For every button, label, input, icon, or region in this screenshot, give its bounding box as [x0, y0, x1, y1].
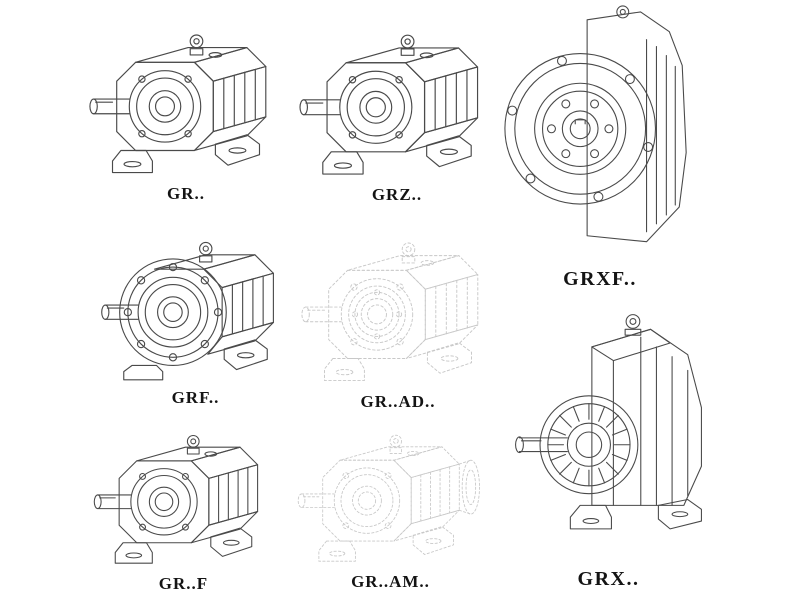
figure-label-grf: GRF.. — [171, 387, 220, 407]
figure-grf: GRF.. — [92, 222, 299, 408]
gear-reducer-drawing-gr — [89, 34, 267, 174]
gear-reducer-drawing-grx — [515, 314, 702, 530]
figure-label-gr-am: GR..AM.. — [351, 571, 430, 591]
figure-gr-ad: GR..AD.. — [292, 222, 504, 412]
gear-reducer-drawing-grxf — [504, 5, 687, 243]
figure-label-gr-ad: GR..AD.. — [360, 391, 436, 411]
gear-reducer-drawing-grf — [101, 241, 274, 381]
figure-label-gr: GR.. — [167, 183, 205, 203]
gear-reducer-drawing-gr-f — [93, 434, 259, 564]
figure-gr: GR.. — [80, 14, 292, 204]
gear-reducer-drawing-grz — [299, 34, 479, 175]
figure-gr-f: GR..F — [85, 416, 282, 594]
figure-grxf: GRXF.. — [495, 4, 705, 291]
figure-label-grx: GRX.. — [577, 568, 640, 591]
figure-label-grz: GRZ.. — [371, 185, 423, 205]
gear-reducer-drawing-gr-am — [297, 434, 480, 562]
figure-label-gr-f: GR..F — [158, 574, 209, 594]
figure-label-grxf: GRXF.. — [563, 267, 637, 290]
gear-reducer-drawing-gr-ad — [301, 242, 479, 382]
figure-grz: GRZ.. — [290, 14, 504, 205]
figure-gr-am: GR..AM.. — [288, 416, 493, 592]
figure-grx: GRX.. — [495, 298, 722, 591]
